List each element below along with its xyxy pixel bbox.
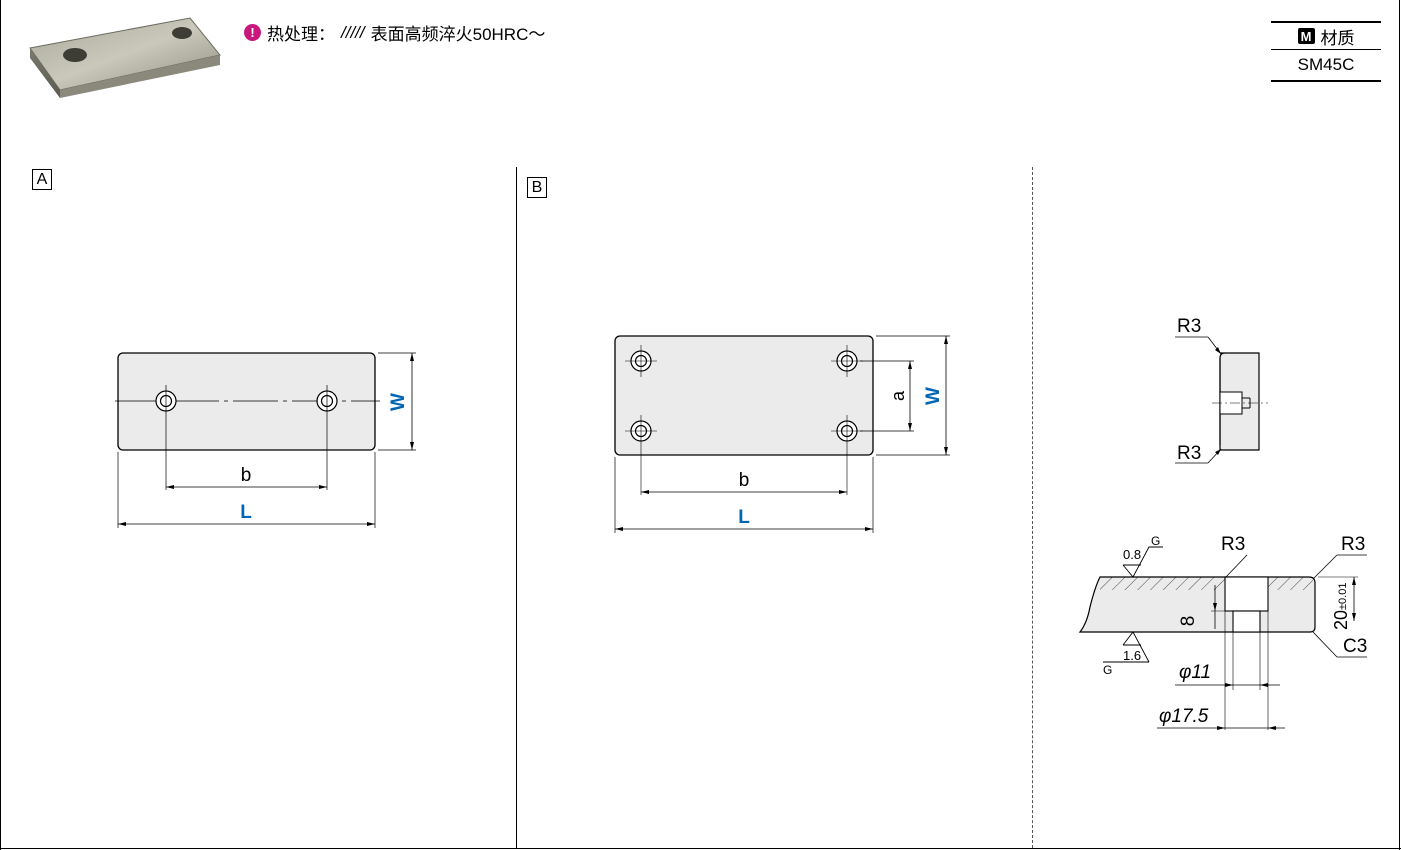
material-value: SM45C (1271, 50, 1381, 82)
material-header: M 材质 (1271, 21, 1381, 50)
dia-small-label: φ11 (1179, 662, 1211, 683)
rough-bottom-value: 1.6 (1123, 648, 1141, 663)
section-view-drawing: 0.8 G 1.6 G R3 R3 C3 20 ±0.01 8 φ11 φ17.… (1078, 534, 1367, 730)
side-r3-top-label: R3 (1177, 316, 1201, 337)
material-table: M 材质 SM45C (1271, 21, 1381, 82)
frame-bottom-border (0, 848, 1401, 849)
dim-a-label: a (888, 390, 908, 401)
section-r3-edge-label: R3 (1341, 534, 1365, 555)
panel-b-tag: B (527, 177, 547, 198)
heat-treatment-notice: ! 热处理： ///// 表面高频淬火50HRC～ (244, 20, 545, 45)
depth-label: 8 (1178, 616, 1199, 627)
hardened-layer-hatch (1100, 577, 1313, 590)
plate-b-outline (614, 335, 874, 456)
dim-W-label: W (923, 387, 944, 405)
dia-large-label: φ17.5 (1159, 706, 1209, 727)
heat-treatment-label: 热处理： (267, 25, 335, 44)
panel-divider-dashed (1032, 167, 1033, 848)
rough-top-grade: G (1151, 534, 1160, 548)
hole-top-left (625, 345, 657, 377)
side-r3-bottom-label: R3 (1177, 443, 1201, 464)
material-icon: M (1297, 28, 1315, 44)
hole-bottom-left (625, 415, 657, 495)
dim-L-label: L (738, 507, 750, 528)
through-hole (1232, 610, 1261, 633)
dim-W-label: W (388, 393, 409, 411)
heat-treatment-detail: 表面高频淬火50HRC～ (370, 25, 546, 44)
hole-right (316, 385, 338, 490)
hole-left (155, 385, 177, 490)
dim-L-label: L (240, 502, 252, 523)
thickness-label: 20 (1331, 610, 1351, 630)
dim-b-label: b (739, 470, 750, 491)
dim-b-label: b (241, 465, 252, 486)
exclamation-icon: ! (244, 24, 261, 41)
panel-b-drawing: b L a W (614, 335, 950, 533)
frame-left-border (0, 0, 1, 850)
hole-top-right (831, 345, 863, 377)
rough-bottom-grade: G (1103, 663, 1112, 677)
counterbore (1224, 576, 1269, 612)
panel-a-drawing: b L W (115, 352, 416, 528)
section-c3-label: C3 (1343, 636, 1367, 657)
product-photo (29, 17, 221, 98)
rough-top-value: 0.8 (1123, 547, 1141, 562)
frame-right-border (1399, 0, 1400, 850)
thickness-tolerance: ±0.01 (1337, 583, 1349, 610)
panel-divider (516, 167, 517, 848)
plate-a-outline (117, 352, 376, 451)
hatch-symbol: ///// (341, 22, 365, 42)
side-view-drawing: R3 R3 (1175, 316, 1268, 464)
material-label: 材质 (1320, 28, 1355, 48)
panel-a-tag: A (32, 169, 52, 190)
section-r3-hole-label: R3 (1221, 534, 1245, 555)
hole-bottom-right (831, 415, 863, 495)
